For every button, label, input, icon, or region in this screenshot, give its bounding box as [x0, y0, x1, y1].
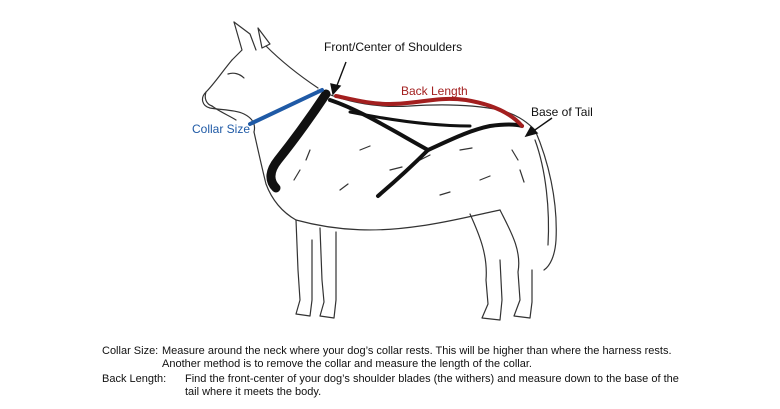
- shoulders-arrow: [330, 61, 347, 96]
- label-front-center-of-shoulders: Front/Center of Shoulders: [324, 40, 463, 54]
- tail-arrow: [524, 117, 553, 138]
- collar-size-line: [248, 88, 324, 126]
- label-collar-size: Collar Size: [192, 122, 251, 136]
- back-length-line: [334, 94, 524, 128]
- label-base-of-tail: Base of Tail: [531, 105, 593, 119]
- label-back-length: Back Length: [401, 84, 468, 98]
- harness: [266, 89, 524, 198]
- dog-sketch: [201, 21, 557, 321]
